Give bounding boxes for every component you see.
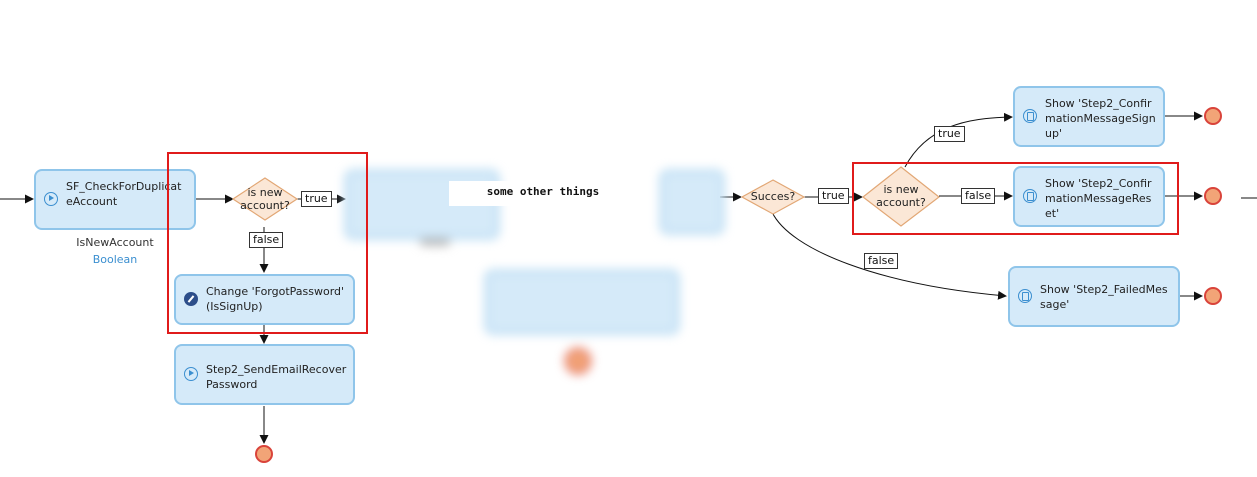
redaction-label: some other things — [449, 181, 637, 206]
edge-label-false: false — [961, 188, 996, 204]
decision-diamond-is-new-1 — [231, 177, 299, 221]
decision-label-success[interactable]: Succes? — [750, 190, 796, 203]
output-variable-type: Boolean — [92, 253, 138, 266]
action-label: Change 'ForgotPassword' (IsSignUp) — [206, 285, 345, 313]
action-label: Step2_SendEmailRecoverPassword — [206, 363, 347, 391]
edge-label-true: true — [818, 188, 849, 204]
end-event[interactable] — [255, 445, 273, 463]
action-show-signup[interactable]: Show 'Step2_ConfirmationMessageSignup' — [1013, 86, 1165, 147]
decision-label-is-new-2[interactable]: is new account? — [876, 183, 926, 209]
output-variable-name: IsNewAccount — [76, 236, 154, 249]
play-icon — [184, 366, 198, 381]
play-icon — [44, 191, 58, 206]
action-check-duplicate[interactable]: SF_CheckForDuplicateAccount — [34, 169, 196, 230]
highlight-box-right — [852, 162, 1179, 235]
action-label: Show 'Step2_ConfirmationMessageReset' — [1045, 177, 1152, 220]
action-send-email[interactable]: Step2_SendEmailRecoverPassword — [174, 344, 355, 405]
end-event[interactable] — [1204, 107, 1222, 125]
action-label: Show 'Step2_ConfirmationMessageSignup' — [1045, 97, 1156, 140]
edge-label-false: false — [864, 253, 899, 269]
action-change-forgot-password[interactable]: Change 'ForgotPassword' (IsSignUp) — [174, 274, 355, 325]
highlight-box-left — [167, 152, 368, 334]
edge-label-false: false — [249, 232, 284, 248]
edit-icon — [184, 291, 198, 306]
action-show-failed[interactable]: Show 'Step2_FailedMessage' — [1008, 266, 1180, 327]
document-icon — [1018, 288, 1032, 303]
end-event[interactable] — [1204, 287, 1222, 305]
decision-diamond-success — [740, 179, 806, 215]
action-show-reset[interactable]: Show 'Step2_ConfirmationMessageReset' — [1013, 166, 1165, 227]
decision-diamond-is-new-2 — [862, 166, 940, 227]
edge-label-true: true — [934, 126, 965, 142]
end-event[interactable] — [1204, 187, 1222, 205]
edge-label-true: true — [301, 191, 332, 207]
action-label: SF_CheckForDuplicateAccount — [66, 180, 182, 208]
decision-label-is-new-1[interactable]: is new account? — [240, 186, 290, 212]
action-label: Show 'Step2_FailedMessage' — [1040, 283, 1168, 311]
document-icon — [1023, 188, 1037, 203]
document-icon — [1023, 108, 1037, 123]
